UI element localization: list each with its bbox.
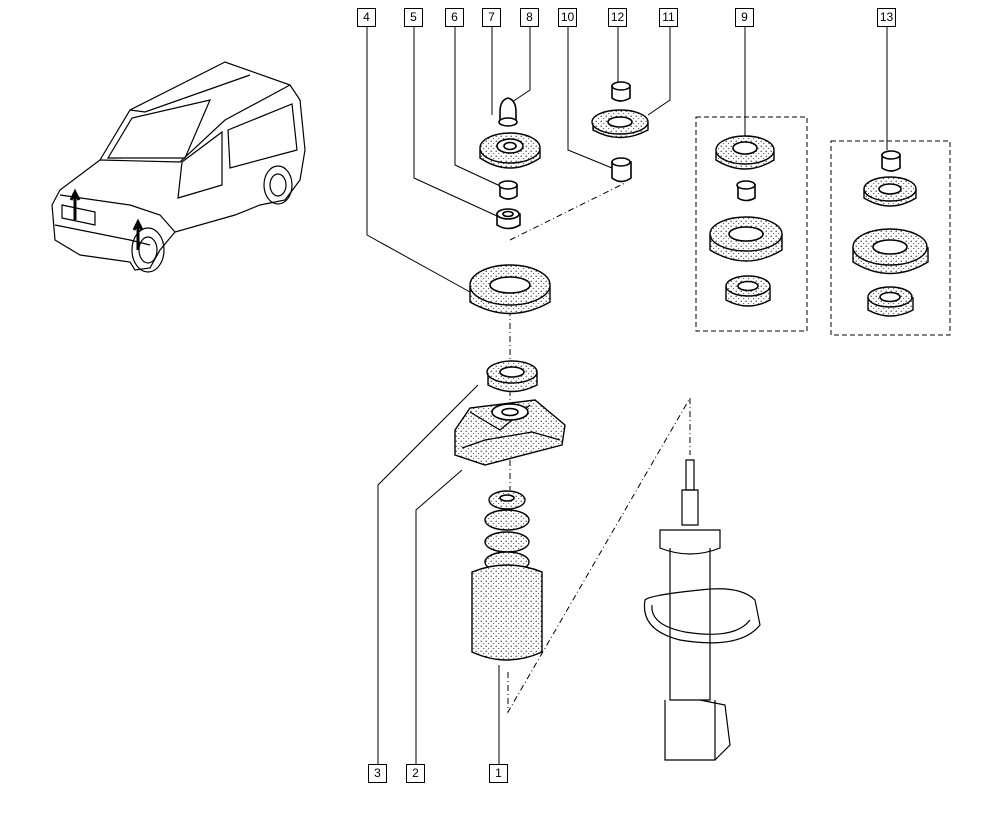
callout-10: 10	[558, 8, 577, 27]
part-small-nut	[498, 180, 518, 200]
part-cap	[498, 97, 518, 127]
option-13-parts	[852, 150, 929, 317]
callout-6: 6	[445, 8, 464, 27]
part-bump-stop	[471, 490, 543, 661]
part-strut	[643, 459, 761, 761]
callout-9: 9	[735, 8, 754, 27]
callout-1: 1	[489, 764, 508, 783]
callout-5: 5	[404, 8, 423, 27]
part-sleeve	[496, 208, 521, 230]
part-stud-nut-10	[611, 157, 632, 183]
callout-11: 11	[659, 8, 678, 27]
van-icon	[51, 61, 306, 273]
option-9-parts	[709, 135, 783, 307]
part-spring-seat	[454, 399, 566, 466]
leader-lines	[366, 25, 888, 765]
callout-13: 13	[877, 8, 896, 27]
part-washer-11	[591, 109, 649, 139]
part-bearing	[486, 360, 538, 393]
part-large-mount	[469, 264, 551, 315]
callout-8: 8	[520, 8, 539, 27]
option-box-13	[830, 140, 951, 336]
option-box-9	[695, 116, 808, 332]
callout-12: 12	[608, 8, 627, 27]
part-upper-cup	[479, 132, 541, 169]
callout-7: 7	[482, 8, 501, 27]
part-nut-12	[611, 81, 631, 102]
callout-4: 4	[357, 8, 376, 27]
callout-2: 2	[406, 764, 425, 783]
callout-3: 3	[368, 764, 387, 783]
